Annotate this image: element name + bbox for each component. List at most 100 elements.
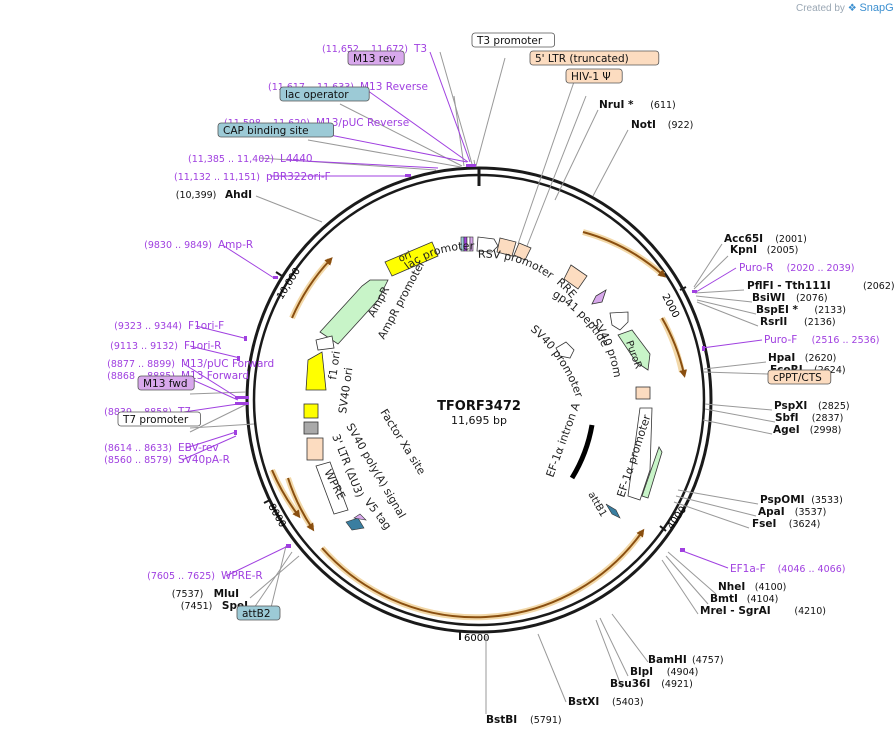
ltr5-feature (496, 237, 517, 257)
bstbi-label: BstBI (486, 714, 517, 726)
svg-text:SV40 promoter: SV40 promoter (528, 322, 586, 399)
cppt-feature (635, 386, 651, 400)
bsiwi-coord: (2076) (796, 293, 828, 304)
bspei-coord: (2133) (814, 305, 846, 316)
puror-coord: (2020 .. 2039) (787, 263, 855, 274)
spei-coord: (7451) (181, 601, 213, 612)
tick-6000: 6000 (459, 632, 489, 644)
hiv1-label-box (565, 68, 623, 84)
kpni-label: KpnI (730, 244, 757, 256)
cppt-label-box (767, 369, 832, 385)
bstbi-coord: (5791) (530, 715, 562, 726)
t3p-label: T3 promoter (476, 35, 543, 47)
fsei-coord: (3624) (789, 519, 821, 530)
agei-label: AgeI (773, 424, 800, 436)
wpre_r-label: WPRE-R (221, 570, 263, 582)
ltr5-label: 5' LTR (truncated) (535, 53, 629, 65)
orf-arc (661, 317, 688, 378)
ampr-feature (319, 279, 389, 345)
nhei-label: NheI (718, 581, 745, 593)
cap-label: CAP binding site (223, 125, 309, 137)
l4440-label: L4440 (280, 153, 313, 165)
apai-coord: (3537) (795, 507, 827, 518)
t7p-label: T7 promoter (122, 414, 189, 426)
mlui-coord: (7537) (172, 589, 204, 600)
bsiwi-label: BsiWI (752, 292, 785, 304)
leader-lines-grey (189, 51, 776, 714)
hiv1-psi-feature (513, 242, 532, 261)
bstxi-coord: (5403) (612, 697, 644, 708)
pflfi-label: PflFI - Tth111I (747, 280, 831, 292)
tick-label: 4000 (665, 505, 689, 532)
pspxi-coord: (2825) (818, 401, 850, 412)
wpre_r-coord: (7605 .. 7625) (147, 571, 215, 582)
sv40pa-coord: (8560 .. 8579) (104, 455, 172, 466)
ori-feature (384, 241, 439, 277)
m13forward-label: M13 Forward (181, 370, 249, 382)
orf-arc (287, 477, 315, 532)
ef1a-green-feature (641, 446, 663, 499)
m13puc_fwd-coord: (8877 .. 8899) (107, 359, 175, 370)
m13reverse-label: M13 Reverse (360, 81, 428, 93)
feature-attb1: attB1 (585, 490, 608, 519)
ampr_p-coord: (9830 .. 9849) (144, 240, 212, 251)
m13fwd-label: M13 fwd (143, 378, 188, 390)
ltr5-label-box (529, 50, 660, 66)
t3-coord: (11,652 .. 11,672) (322, 44, 408, 55)
hpai-label: HpaI (768, 352, 795, 364)
fsei-label: FseI (752, 518, 776, 530)
orf-arcs (271, 231, 688, 619)
agei-coord: (2998) (810, 425, 842, 436)
bamhi-coord: (4757) (692, 655, 724, 666)
attb2-label: attB2 (242, 608, 271, 620)
bamhi-label: BamHI (648, 654, 687, 666)
feature-sv40-ori: SV40 ori (336, 367, 355, 415)
feature-factor-xa: Factor Xa site (377, 407, 428, 478)
acc65i-label: Acc65I (724, 233, 763, 245)
t7p-label-box (117, 411, 201, 427)
mrei-label: MreI - SgrAI (700, 605, 771, 617)
snapgene-brand: SnapGene (859, 2, 894, 14)
sv40pa-label: SV40pA-R (178, 454, 230, 466)
ef1af-coord: (4046 .. 4066) (778, 564, 846, 575)
bsu36i-coord: (4921) (661, 679, 693, 690)
hpai-coord: (2620) (805, 353, 837, 364)
f1ori_f-coord: (9323 .. 9344) (114, 321, 182, 332)
blpi-coord: (4904) (667, 667, 699, 678)
m13rev-label-box (347, 50, 405, 66)
bmti-label: BmtI (710, 593, 738, 605)
nrui-coord: (611) (650, 100, 676, 111)
feature-sv40-promoter-2: SV40 promoter (528, 322, 586, 399)
f1ori_r-label: F1ori-R (184, 340, 221, 352)
bspei-label: BspEI * (756, 304, 799, 316)
ampr_p-label: Amp-R (218, 239, 253, 251)
feature-f1-ori: f1 ori (326, 350, 343, 380)
plasmid-name: TFORF3472 (437, 399, 521, 414)
plasmid-length: 11,695 bp (451, 414, 507, 427)
attb1-feature (605, 503, 621, 519)
lacop-label-box (279, 86, 370, 102)
sbfi-coord: (2837) (812, 413, 844, 424)
ltr3-feature (306, 437, 324, 461)
ef1a-intron-feature (569, 424, 595, 480)
pflfi-coord: (2062) (863, 281, 894, 292)
cap-label-box (217, 122, 334, 138)
srrii-label: RsrII (760, 316, 787, 328)
noti-label: NotI (631, 119, 656, 131)
attb2-feature (345, 517, 365, 531)
f1-ori-feature (305, 351, 327, 391)
wpre-feature (315, 461, 349, 515)
pbr322-coord: (11,132 .. 11,151) (174, 172, 260, 183)
ampr-promoter-feature (315, 335, 335, 351)
nrui-label: NruI * (599, 99, 634, 111)
noti-coord: (922) (668, 120, 694, 131)
created-by-text: Created by (796, 3, 845, 14)
orf-arc (321, 528, 645, 619)
snapgene-logo-icon: ❖ (847, 3, 857, 14)
mlui-label: MluI (214, 588, 239, 600)
gp41-feature (591, 289, 607, 305)
primer-markers (234, 164, 705, 552)
purof-coord: (2516 .. 2536) (812, 335, 880, 346)
cppt-label: cPPT/CTS (773, 372, 822, 384)
